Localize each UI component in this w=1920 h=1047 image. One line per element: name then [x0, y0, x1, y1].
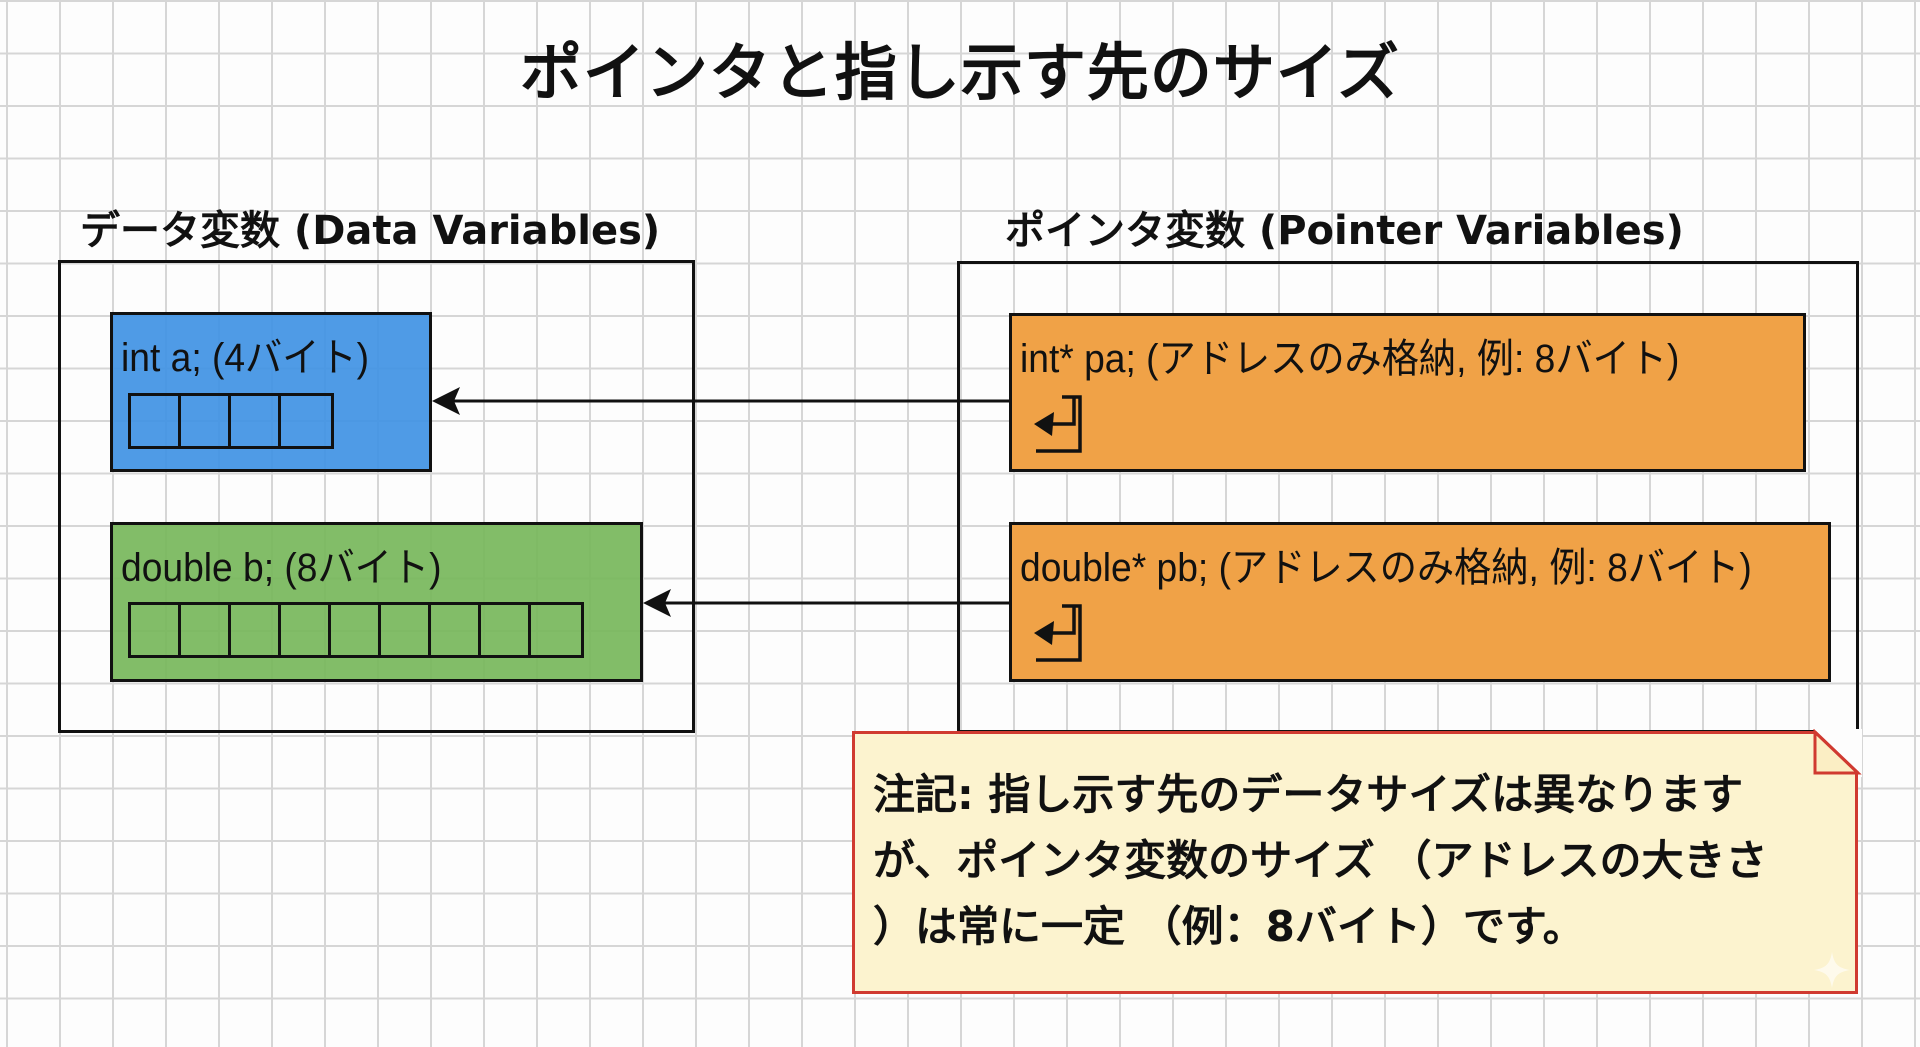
- double-b-label: double b; (8バイト): [121, 546, 442, 590]
- return-arrow-icon: [1034, 395, 1082, 453]
- double-pointer-pb-box: double* pb; (アドレスのみ格納, 例: 8バイト): [1009, 522, 1831, 682]
- note-line: ）は常に一定 （例：8バイト）です。: [873, 902, 1585, 951]
- memory-cell: [181, 396, 231, 446]
- arrow-pa-to-a: [432, 387, 1012, 415]
- arrowhead-icon: [643, 589, 671, 617]
- double-b-memory-cells: [128, 602, 584, 658]
- memory-cell: [231, 605, 281, 655]
- memory-cell: [431, 605, 481, 655]
- note-line: が、ポインタ変数のサイズ （アドレスの大きさ: [873, 836, 1768, 885]
- note-box: 注記: 指し示す先のデータサイズは異なります が、ポインタ変数のサイズ （アドレ…: [852, 731, 1858, 994]
- memory-cell: [331, 605, 381, 655]
- return-arrow-icon: [1034, 604, 1082, 662]
- data-variables-heading: データ変数 (Data Variables): [80, 208, 661, 254]
- note-folded-corner-icon: [1813, 729, 1862, 777]
- data-variables-panel: [58, 260, 695, 733]
- memory-cell: [381, 605, 431, 655]
- memory-cell: [181, 605, 231, 655]
- diagram-title: ポインタと指し示す先のサイズ: [519, 36, 1401, 109]
- memory-cell: [131, 605, 181, 655]
- int-pointer-pa-box: int* pa; (アドレスのみ格納, 例: 8バイト): [1009, 313, 1806, 472]
- memory-cell: [131, 396, 181, 446]
- int-a-memory-cells: [128, 393, 334, 449]
- double-pointer-pb-label: double* pb; (アドレスのみ格納, 例: 8バイト): [1020, 546, 1752, 590]
- memory-cell: [231, 396, 281, 446]
- arrow-pb-to-b: [643, 589, 1012, 617]
- arrowhead-icon: [432, 387, 460, 415]
- memory-cell: [281, 605, 331, 655]
- int-a-box: int a; (4バイト): [110, 312, 432, 472]
- memory-cell: [531, 605, 581, 655]
- pointer-variables-heading: ポインタ変数 (Pointer Variables): [1005, 208, 1684, 254]
- memory-cell: [281, 396, 331, 446]
- int-a-label: int a; (4バイト): [121, 336, 370, 380]
- note-line: 注記: 指し示す先のデータサイズは異なります: [873, 770, 1744, 819]
- memory-cell: [481, 605, 531, 655]
- note-text: 注記: 指し示す先のデータサイズは異なります が、ポインタ変数のサイズ （アドレ…: [873, 762, 1795, 960]
- sparkle-icon: [1814, 952, 1850, 988]
- int-pointer-pa-label: int* pa; (アドレスのみ格納, 例: 8バイト): [1020, 337, 1680, 381]
- double-b-box: double b; (8バイト): [110, 522, 643, 682]
